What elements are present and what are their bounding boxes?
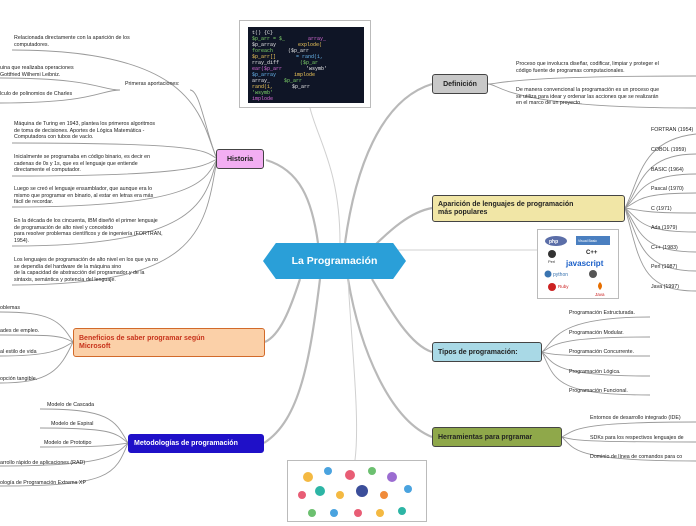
topic-lenguajes[interactable]: Aparición de lenguajes de programación m… (432, 195, 625, 222)
svg-text:Visual Basic: Visual Basic (578, 239, 597, 243)
code-lines-graphic: t() {C} $p_arr = $_ array_ $p_array expl… (248, 27, 364, 103)
historia-sub-label[interactable]: Primeras aportaciones: (125, 81, 180, 87)
svg-text:ear($p_arr: ear($p_arr (252, 66, 282, 72)
svg-text:python: python (553, 272, 568, 278)
svg-text:$p_array: $p_array (252, 42, 276, 48)
tipo-item[interactable]: Programación Modular. (569, 330, 624, 336)
svg-text:$p_arr = $_: $p_arr = $_ (252, 36, 286, 42)
svg-text:C++: C++ (586, 250, 598, 256)
historia-sub-item[interactable]: uina que realizaba operaciones Gottfried… (0, 65, 74, 78)
tipo-item[interactable]: Programación Estructurada. (569, 310, 635, 316)
svg-text:'wsymb': 'wsymb' (306, 66, 327, 72)
tipo-item[interactable]: Programación Concurrente. (569, 349, 635, 355)
svg-text:array_: array_ (252, 78, 271, 84)
svg-text:($p_arr: ($p_arr (288, 48, 309, 54)
svg-text:array_: array_ (308, 36, 327, 42)
language-item[interactable]: FORTRAN (1954) (651, 127, 694, 133)
svg-text:t() {C}: t() {C} (252, 30, 273, 36)
svg-text:foreach: foreach (252, 48, 273, 54)
beneficio-item[interactable]: al estilo de vida (0, 349, 37, 355)
historia-item[interactable]: Los lenguajes de programación de alto ni… (14, 257, 158, 283)
language-item[interactable]: BASIC (1964) (651, 167, 684, 173)
metodologia-item[interactable]: Modelo de Espiral (51, 421, 94, 427)
historia-item[interactable]: Máquina de Turing en 1943, plantea los p… (14, 121, 156, 141)
svg-text:$p_arr[]: $p_arr[] (252, 54, 276, 60)
topic-beneficios[interactable]: Beneficios de saber programar según Micr… (73, 328, 265, 357)
metodologia-item[interactable]: Modelo de Cascada (47, 402, 95, 408)
topic-definicion[interactable]: Definición (432, 74, 488, 94)
language-item[interactable]: C++ (1983) (651, 245, 678, 251)
language-item[interactable]: Pascal (1970) (651, 186, 684, 192)
svg-text:$p_array: $p_array (252, 72, 276, 78)
herramienta-item[interactable]: Dominio de línea de comandos para co (590, 454, 683, 460)
code-image: t() {C} $p_arr = $_ array_ $p_array expl… (239, 20, 371, 108)
language-item[interactable]: Ada (1979) (651, 225, 678, 231)
beneficio-item[interactable]: ades de empleo. (0, 328, 40, 334)
icons-illustration-image (287, 460, 427, 522)
svg-text:implode: implode (294, 72, 315, 78)
metodologia-item[interactable]: ología de Programación Extrema XP (0, 480, 86, 486)
svg-text:'wsymb': 'wsymb' (252, 90, 273, 96)
herramienta-item[interactable]: Entornos de desarrollo integrado (IDE) (590, 415, 681, 421)
central-topic[interactable]: La Programación (263, 243, 406, 279)
topic-historia[interactable]: Historia (216, 149, 264, 169)
definicion-item[interactable]: De manera convencional la programación e… (516, 87, 660, 107)
definicion-item[interactable]: Proceso que involucra diseñar, codificar… (516, 61, 659, 74)
historia-item[interactable]: Luego se creó el lenguaje ensamblador, q… (14, 186, 154, 206)
svg-text:($p_ar: ($p_ar (300, 60, 318, 66)
svg-text:rand(1,: rand(1, (252, 84, 273, 90)
svg-text:Ruby: Ruby (558, 284, 569, 289)
historia-item[interactable]: En la década de los cincuenta, IBM diseñ… (14, 218, 163, 244)
code-screen: t() {C} $p_arr = $_ array_ $p_array expl… (248, 27, 364, 103)
logos-graphic: php Visual Basic Perl C++ javascript pyt… (544, 236, 610, 297)
topic-metodologias[interactable]: Metodologías de programación (128, 434, 264, 453)
topic-herramientas[interactable]: Herramientas para prgramar (432, 427, 562, 447)
svg-text:Java: Java (595, 292, 605, 297)
beneficio-item[interactable]: oblemas (0, 305, 21, 311)
historia-item[interactable]: Relacionada directamente con la aparició… (14, 35, 130, 48)
tipo-item[interactable]: Programación Funcional. (569, 388, 628, 394)
svg-text:$p_arr: $p_arr (292, 84, 310, 90)
svg-text:javascript: javascript (565, 259, 604, 268)
topic-tipos[interactable]: Tipos de programación: (432, 342, 542, 362)
icons-graphic (298, 467, 412, 517)
svg-text:$p_arr: $p_arr (284, 78, 302, 84)
svg-text:implode: implode (252, 96, 273, 102)
metodologia-item[interactable]: arrollo rápido de aplicaciones (RAD) (0, 460, 86, 466)
svg-text:explode(: explode( (298, 42, 322, 48)
svg-text:php: php (549, 239, 558, 245)
tipo-item[interactable]: Programación Lógica. (569, 369, 621, 375)
historia-item[interactable]: Inicialmente se programaba en código bin… (14, 154, 151, 174)
svg-text:rray_diff: rray_diff (252, 60, 279, 66)
language-item[interactable]: Java (1997) (651, 284, 679, 290)
svg-text:Perl: Perl (548, 259, 555, 264)
language-logos-image: php Visual Basic Perl C++ javascript pyt… (537, 229, 619, 299)
svg-text:= rand(1,: = rand(1, (296, 54, 323, 60)
language-item[interactable]: COBOL (1959) (651, 147, 687, 153)
metodologia-item[interactable]: Modelo de Prototipo (44, 440, 92, 446)
historia-sub-item[interactable]: lculo de polinomios de Charles (0, 91, 73, 97)
language-item[interactable]: Perl (1987) (651, 264, 678, 270)
herramienta-item[interactable]: SDKs para los respectivos lenguajes de (590, 435, 684, 441)
language-item[interactable]: C (1971) (651, 206, 672, 212)
beneficio-item[interactable]: opción tangible. (0, 376, 38, 382)
